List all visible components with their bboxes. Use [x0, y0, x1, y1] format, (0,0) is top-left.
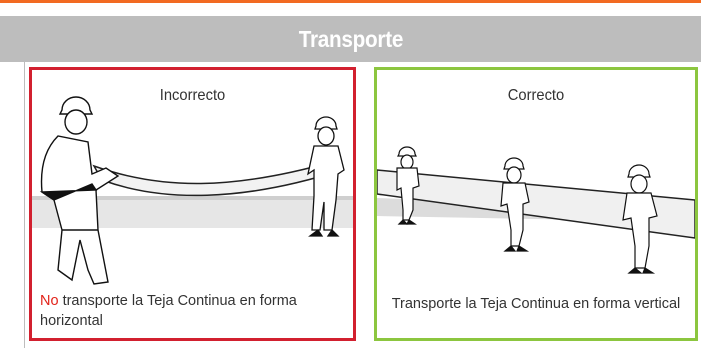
- section-header: Transporte: [0, 16, 701, 62]
- incorrect-illustration: [32, 96, 353, 285]
- worker-left-figure: [39, 96, 120, 285]
- worker-right-figure: [307, 116, 345, 237]
- worker-2-figure: [500, 157, 530, 252]
- section-title: Transporte: [298, 25, 403, 52]
- left-guide-line: [24, 62, 25, 348]
- correct-heading: Correcto: [507, 87, 565, 104]
- incorrect-caption: No transporte la Teja Continua en forma …: [40, 291, 345, 331]
- correct-illustration: [377, 146, 695, 274]
- incorrect-panel: Incorrecto No transporte la Teja Continu…: [29, 67, 356, 341]
- correct-caption: Transporte la Teja Continua en forma ver…: [391, 296, 681, 312]
- worker-1-figure: [396, 146, 420, 225]
- worker-3-figure: [622, 164, 658, 274]
- caption-negation: No: [40, 293, 59, 309]
- top-accent-rule: [0, 0, 701, 3]
- caption-text: transporte la Teja Continua en forma hor…: [40, 293, 297, 329]
- sagging-panel: [92, 161, 344, 197]
- incorrect-heading: Incorrecto: [159, 87, 226, 104]
- correct-panel: Correcto Transporte la: [374, 67, 698, 341]
- vertical-panel: [377, 169, 695, 239]
